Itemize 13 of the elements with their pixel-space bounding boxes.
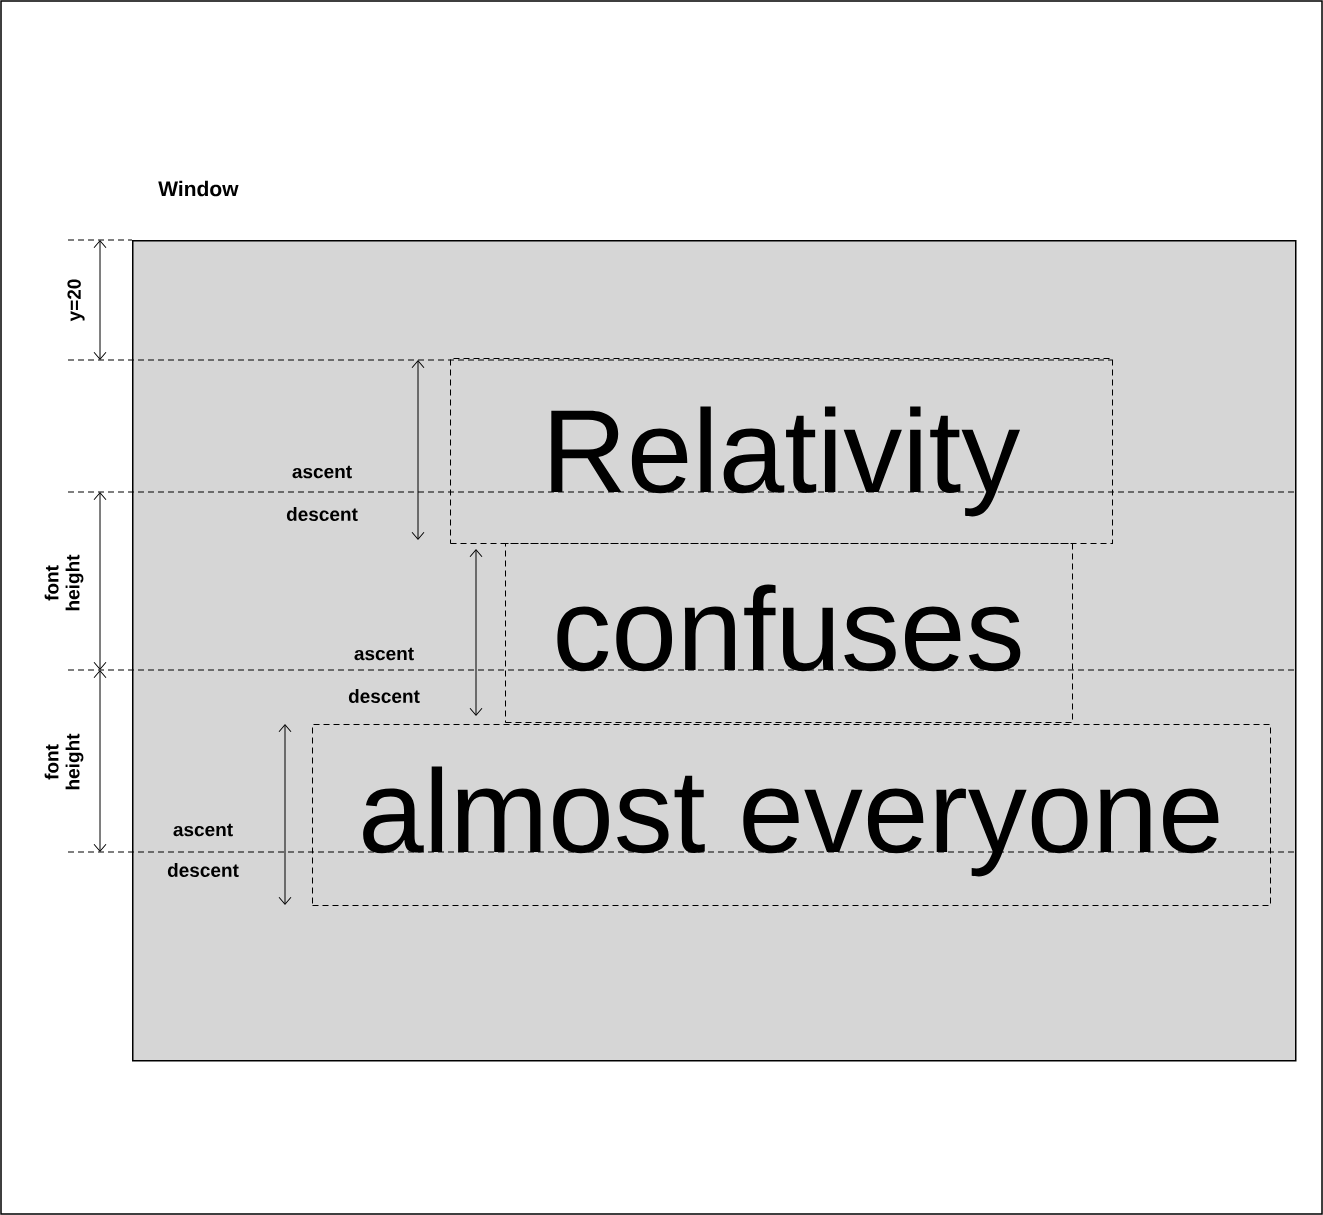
text-box: almost everyone (312, 724, 1271, 906)
dimension-label: ascent (173, 823, 233, 837)
dimension-label: descent (286, 507, 358, 521)
text-box: confuses (505, 543, 1073, 723)
dimension-label: ascent (292, 465, 352, 479)
dimension-label: font height (44, 733, 84, 790)
dimension-label: y=20 (67, 279, 85, 322)
dimension-label: font height (44, 554, 84, 611)
dimension-label: descent (167, 863, 239, 877)
window-title: Window (158, 180, 239, 197)
dimension-label: ascent (354, 647, 414, 661)
dimension-label: descent (348, 689, 420, 703)
text-box: Relativity (450, 358, 1113, 544)
